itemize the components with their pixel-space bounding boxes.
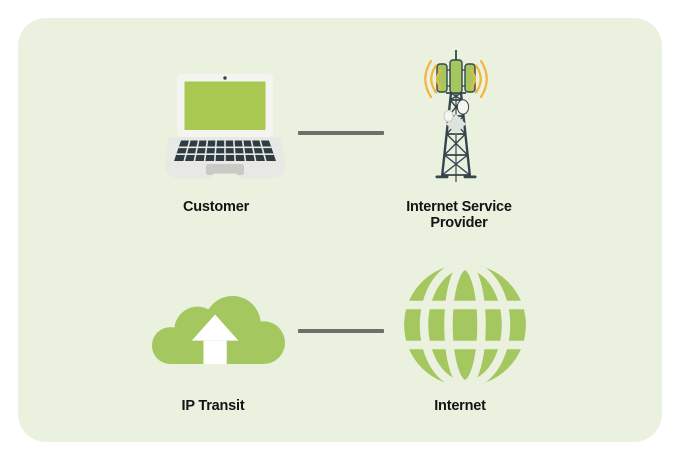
signal-waves-left-icon — [424, 59, 443, 99]
cell-tower-icon — [424, 50, 488, 182]
connector-iptransit-internet — [298, 329, 384, 333]
cloud-upload-icon — [151, 296, 286, 364]
signal-waves-right-icon — [469, 59, 488, 99]
dish-antenna-icon — [456, 99, 470, 115]
globe-grid-lines — [404, 264, 526, 386]
laptop-icon — [165, 74, 285, 178]
label-internet-service-provider: Internet Service Provider — [406, 199, 512, 231]
label-customer: Customer — [182, 199, 250, 215]
laptop-trackpad — [206, 164, 244, 175]
upload-arrow-icon — [191, 314, 239, 341]
label-internet: Internet — [434, 398, 486, 414]
dish-antenna-small-icon — [443, 109, 454, 123]
diagram-panel: Customer Internet Service Provider IP Tr… — [18, 18, 662, 442]
label-ip-transit: IP Transit — [181, 398, 245, 414]
globe-icon — [404, 264, 526, 386]
webcam-dot-icon — [223, 76, 227, 80]
connector-customer-isp — [298, 131, 384, 135]
laptop-screen — [184, 81, 266, 130]
